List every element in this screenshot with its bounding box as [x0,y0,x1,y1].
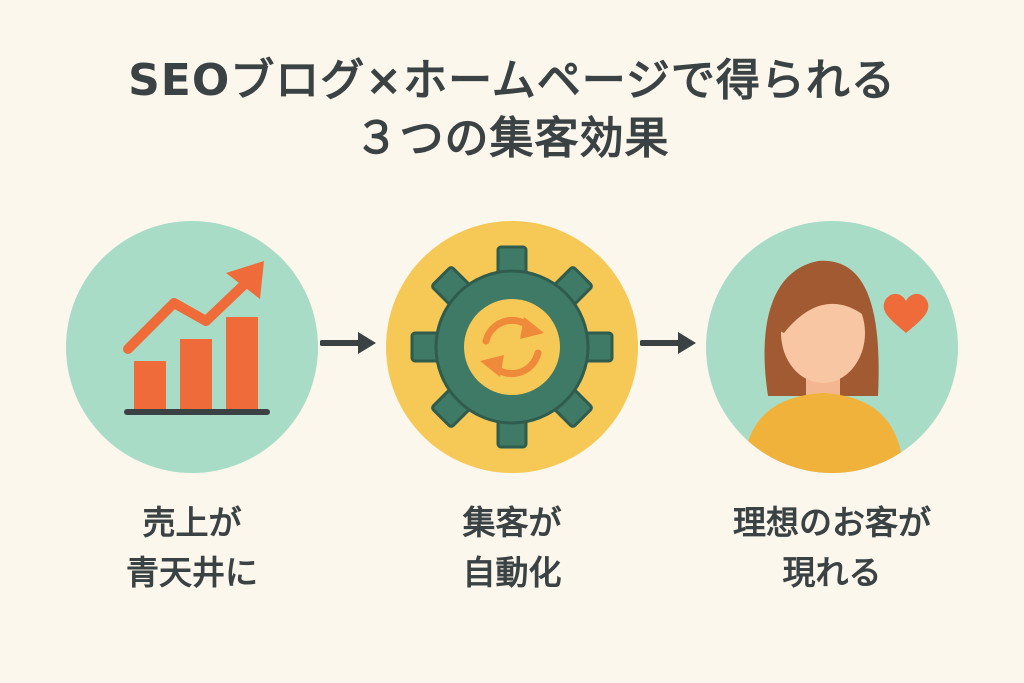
arrow-right-icon [640,332,696,354]
step-1-label: 売上が 青天井に [42,498,342,598]
step-3-line-1: 理想のお客が [733,503,931,542]
arrow-right-icon [320,332,376,354]
step-2-circle [386,221,638,473]
page-title: SEOブログ×ホームページで得られる ３つの集客効果 [0,52,1024,168]
customer-heart-icon [742,260,929,473]
step-3-line-2: 現れる [782,553,882,592]
title-line-2: ３つの集客効果 [354,113,670,164]
step-1-line-2: 青天井に [126,553,258,592]
step-3-label: 理想のお客が 現れる [682,498,982,598]
gear-sync-icon [410,245,614,449]
step-3-circle [706,221,958,473]
growth-chart-icon [123,261,270,415]
step-2-line-2: 自動化 [462,553,562,592]
step-1-line-1: 売上が [142,503,242,542]
step-2-line-1: 集客が [462,503,562,542]
title-line-1: SEOブログ×ホームページで得られる [128,55,896,106]
step-1-circle [66,221,318,473]
step-2-label: 集客が 自動化 [362,498,662,598]
